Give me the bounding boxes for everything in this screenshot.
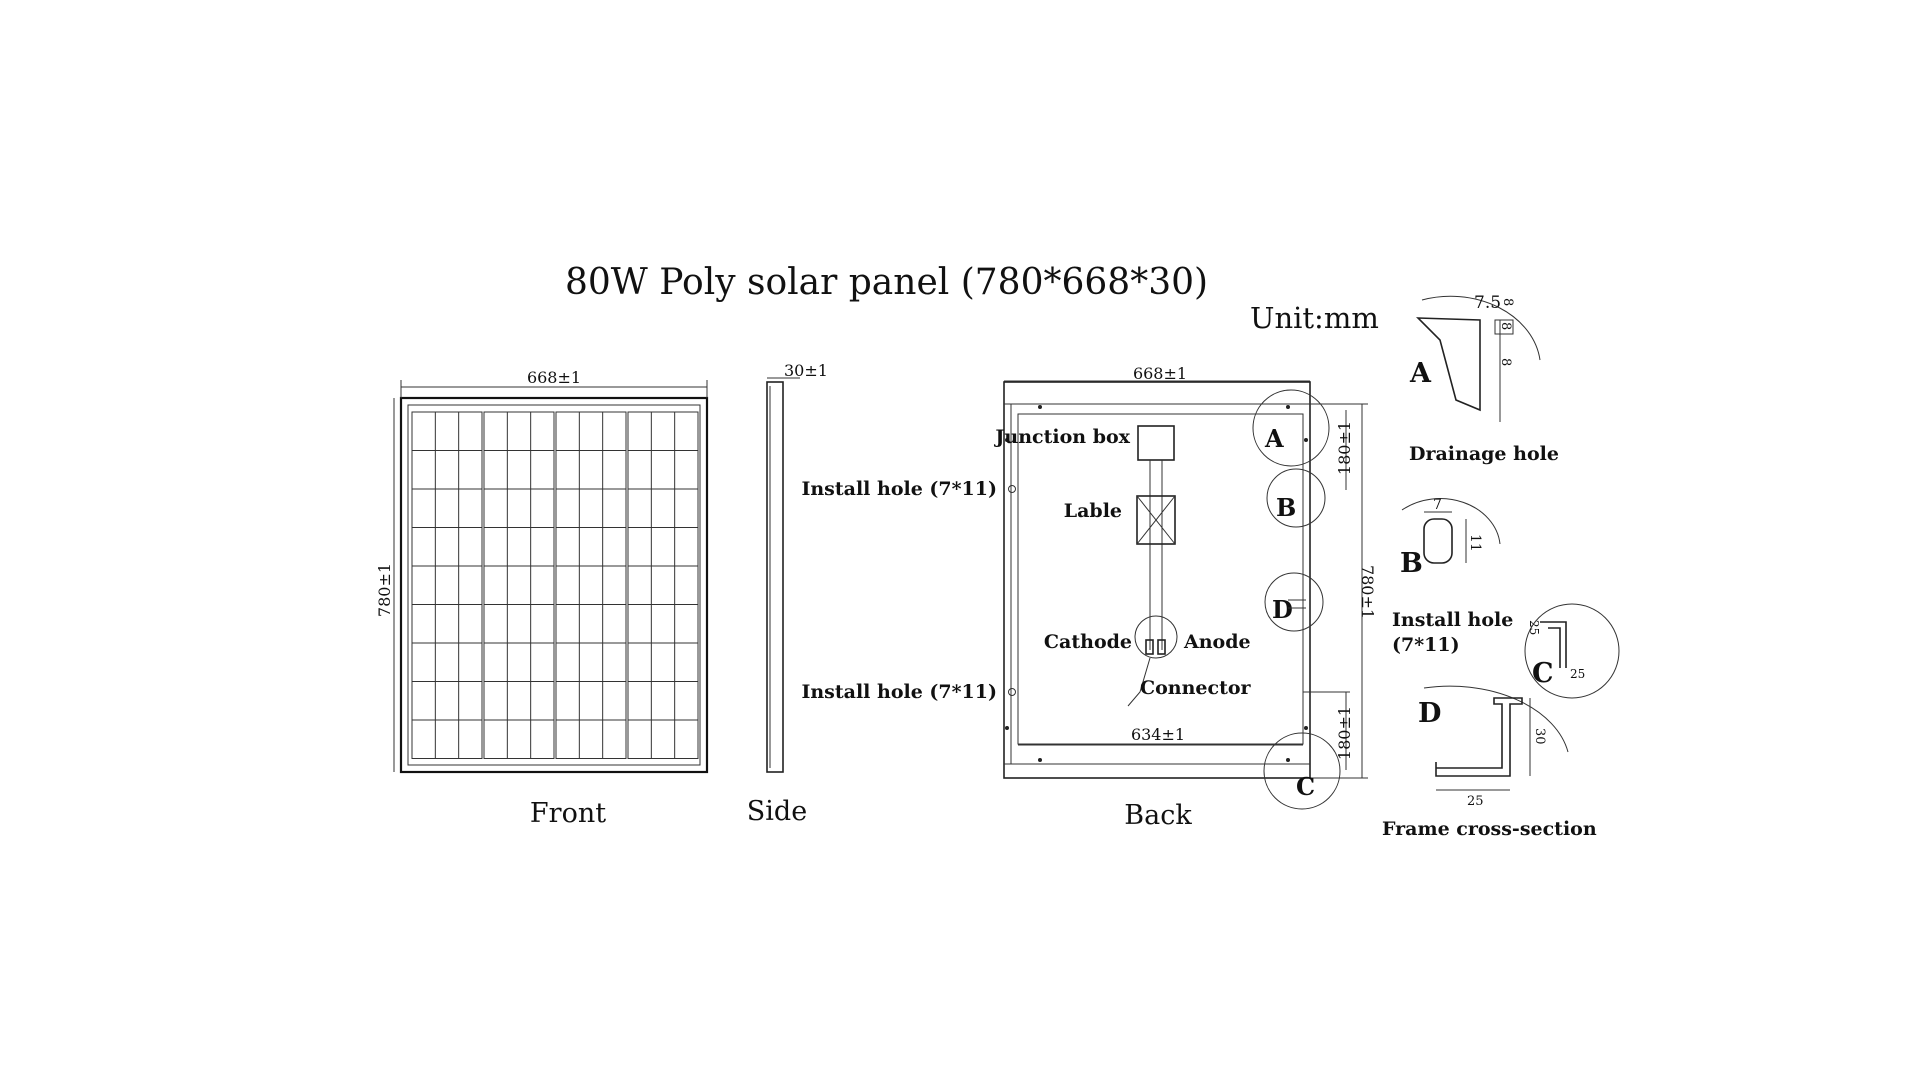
cell-column <box>483 411 555 759</box>
detail-b-arc <box>1401 498 1501 545</box>
back-inner-width-dim: 634±1 <box>1131 725 1185 744</box>
connector-anode <box>1157 639 1166 655</box>
detail-c: 25 25 C <box>1524 603 1620 699</box>
back-frame <box>1003 381 1311 779</box>
install-hole-bottom-label: Install hole (7*11) <box>801 681 997 703</box>
drawing-title: 80W Poly solar panel (780*668*30) <box>565 262 1208 303</box>
detail-b-letter: B <box>1400 548 1423 579</box>
detail-d-dim-30: 30 <box>1532 728 1547 745</box>
back-height-dim: 780±1 <box>1358 565 1377 619</box>
detail-a-dim-8c: 8 <box>1498 358 1513 366</box>
detail-a-hole <box>1494 319 1514 335</box>
detail-d-dim-25: 25 <box>1467 794 1484 809</box>
detail-a-letter: A <box>1409 358 1432 389</box>
detail-b-dim-7: 7 <box>1433 497 1442 513</box>
detail-d: 30 25 D Frame cross-section <box>1382 685 1597 840</box>
detail-c-dim-25b: 25 <box>1570 667 1585 681</box>
back-frame-inner <box>1017 413 1304 745</box>
rail-dot <box>1286 405 1290 409</box>
detail-c-profile <box>1540 621 1567 668</box>
detail-d-profile <box>1435 697 1523 777</box>
label-box-cross <box>1136 495 1176 545</box>
cell-column <box>411 411 483 759</box>
detail-a-title: Drainage hole <box>1409 443 1559 465</box>
cell-column <box>627 411 699 759</box>
back-width-dim: 668±1 <box>1133 364 1187 383</box>
side-thickness-dim: 30±1 <box>784 361 828 380</box>
back-caption: Back <box>1124 800 1192 831</box>
front-cell-grid <box>411 411 699 759</box>
callout-d: D <box>1272 595 1293 624</box>
install-hole-bottom <box>1008 688 1016 696</box>
callout-a-circle <box>1252 389 1330 467</box>
hole-offset-top-dim: 180±1 <box>1335 421 1354 475</box>
detail-a: 7.5 8 8 8 A Drainage hole <box>1409 293 1559 465</box>
detail-c-circle <box>1524 603 1620 699</box>
detail-d-title: Frame cross-section <box>1382 818 1597 840</box>
callout-d-circle <box>1264 572 1324 632</box>
front-frame <box>399 396 709 774</box>
detail-c-letter: C <box>1532 658 1554 689</box>
back-view: Install hole (7*11) Install hole (7*11) … <box>801 364 1377 831</box>
unit-label: Unit:mm <box>1250 301 1379 335</box>
detail-b-title-2: (7*11) <box>1392 634 1460 656</box>
side-profile <box>766 381 784 773</box>
rail-dot <box>1005 726 1009 730</box>
front-caption: Front <box>530 798 606 829</box>
rail-dot <box>1038 405 1042 409</box>
connector-cathode <box>1145 639 1154 655</box>
rail-dot <box>1038 758 1042 762</box>
callout-c-circle <box>1263 732 1341 810</box>
connector-leader <box>1127 657 1151 707</box>
front-width-dim: 668±1 <box>527 368 581 387</box>
detail-a-dim-8a: 8 <box>1500 298 1515 306</box>
hole-offset-bottom-dim: 180±1 <box>1335 706 1354 760</box>
callout-b: B <box>1276 493 1296 522</box>
rail-dot <box>1304 438 1308 442</box>
install-hole-top <box>1008 485 1016 493</box>
detail-b-dim-11: 11 <box>1467 534 1483 552</box>
connector-ring <box>1134 615 1178 659</box>
front-view: 668±1 780±1 Front <box>375 368 709 829</box>
detail-d-arc <box>1423 685 1569 753</box>
side-view: 30±1 Side <box>747 361 828 827</box>
detail-b-hole <box>1423 518 1453 564</box>
callout-c: C <box>1296 772 1315 801</box>
connector-label: Connector <box>1140 677 1252 699</box>
junction-box <box>1137 425 1175 461</box>
detail-a-dim-8b: 8 <box>1498 322 1513 330</box>
callout-b-circle <box>1266 468 1326 528</box>
anode-label: Anode <box>1183 631 1251 653</box>
detail-d-letter: D <box>1418 698 1441 729</box>
front-height-dim: 780±1 <box>375 563 394 617</box>
cell-column <box>555 411 627 759</box>
detail-a-profile <box>1416 317 1481 412</box>
label-box <box>1136 495 1176 545</box>
rail-dot <box>1005 438 1009 442</box>
rail-dot <box>1304 726 1308 730</box>
detail-b: 7 11 B Install hole (7*11) <box>1392 497 1513 656</box>
rail-dot <box>1286 758 1290 762</box>
detail-b-title-1: Install hole <box>1392 609 1513 631</box>
side-caption: Side <box>747 796 807 827</box>
detail-a-arc <box>1421 295 1541 361</box>
cathode-label: Cathode <box>1044 631 1132 653</box>
junction-box-label: Junction box <box>993 426 1130 448</box>
front-frame-inner <box>407 404 701 766</box>
callout-a: A <box>1264 424 1284 453</box>
detail-c-dim-25a: 25 <box>1527 620 1541 635</box>
install-hole-top-label: Install hole (7*11) <box>801 478 997 500</box>
detail-a-dim-75: 7.5 <box>1474 293 1501 313</box>
label-box-label: Lable <box>1064 500 1122 522</box>
